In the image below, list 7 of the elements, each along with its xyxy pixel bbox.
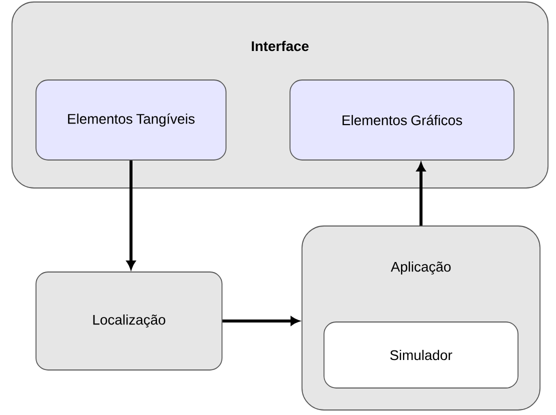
process-box: Localização <box>36 272 222 370</box>
arrow <box>222 316 300 326</box>
process-box: Simulador <box>324 322 518 388</box>
process-box: Elementos Tangíveis <box>36 80 226 160</box>
arrow <box>416 162 426 226</box>
process-box: Elementos Gráficos <box>290 80 514 160</box>
arrow <box>126 160 136 270</box>
